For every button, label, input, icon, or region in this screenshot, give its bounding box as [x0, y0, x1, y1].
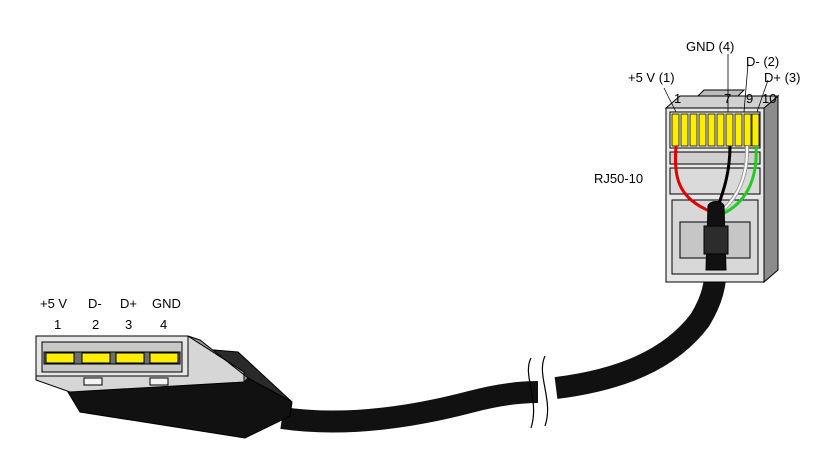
rj50-contact-5 [707, 113, 716, 147]
wire-vcc [674, 145, 713, 214]
usb-pin-signal-label: D- [88, 296, 102, 311]
rj50-callout-dplus: D+ (3) [764, 70, 800, 85]
rj50-callout-leaders [663, 54, 769, 113]
rj50-callout-dminus: D- (2) [746, 54, 779, 69]
cable [280, 261, 727, 433]
usb-shell-side [187, 335, 249, 384]
usb-contact-3 [115, 352, 145, 364]
rj50-contact-7 [725, 113, 734, 147]
cable-segment-left [280, 381, 539, 433]
usb-pin-number: 4 [160, 317, 167, 332]
rj50-pin-number: 10 [762, 91, 776, 106]
callout-leader-dplus [756, 79, 769, 113]
usb-connector [35, 335, 293, 439]
cable-break-mark [541, 355, 549, 427]
rj50-callout-gnd: GND (4) [686, 39, 734, 54]
usb-pin-number: 2 [92, 317, 99, 332]
usb-shell-window [149, 377, 169, 386]
usb-pin-labels: +5 V D- D+ GND 1 2 3 4 [40, 296, 181, 332]
usb-contact-2 [81, 352, 111, 364]
rj50-contact-6 [716, 113, 725, 147]
rj50-callout-vcc: +5 V (1) [628, 70, 675, 85]
usb-pin-signal-label: +5 V [40, 296, 67, 311]
usb-pin-number: 1 [54, 317, 61, 332]
rj50-contact-10 [751, 113, 760, 147]
usb-contact-1 [45, 352, 75, 364]
usb-tongue [43, 351, 181, 365]
usb-pin-number: 3 [125, 317, 132, 332]
rj50-contact-1 [671, 113, 680, 147]
rj50-cable-ring [703, 225, 729, 255]
rj50-pin-number: 1 [674, 91, 681, 106]
rj50-pin-number: 9 [746, 91, 753, 106]
rj50-contact-9 [743, 113, 752, 147]
rj50-connector-name: RJ50-10 [594, 171, 643, 186]
rj50-pin-number: 7 [724, 91, 731, 106]
callout-leader-dminus [743, 63, 749, 113]
rj50-contact-2 [680, 113, 689, 147]
usb-pin-signal-label: D+ [120, 296, 137, 311]
rj50-body-side [763, 94, 779, 284]
rj50-contact-8 [734, 113, 743, 147]
rj50-connector [664, 89, 780, 284]
wire-dplus [721, 145, 758, 216]
rj50-latch [696, 89, 746, 97]
rj50-contact-4 [698, 113, 707, 147]
cable-break-mark [527, 357, 535, 429]
cable-segment-right [554, 261, 727, 399]
rj50-contact-3 [689, 113, 698, 147]
usb-shell-window [83, 377, 103, 386]
rj50-ridge [669, 151, 761, 165]
callout-leader-vcc [663, 87, 677, 113]
usb-contact-4 [149, 352, 179, 364]
rj50-labels: GND (4) D- (2) +5 V (1) D+ (3) 1 7 9 10 … [594, 39, 800, 186]
usb-pin-signal-label: GND [152, 296, 181, 311]
